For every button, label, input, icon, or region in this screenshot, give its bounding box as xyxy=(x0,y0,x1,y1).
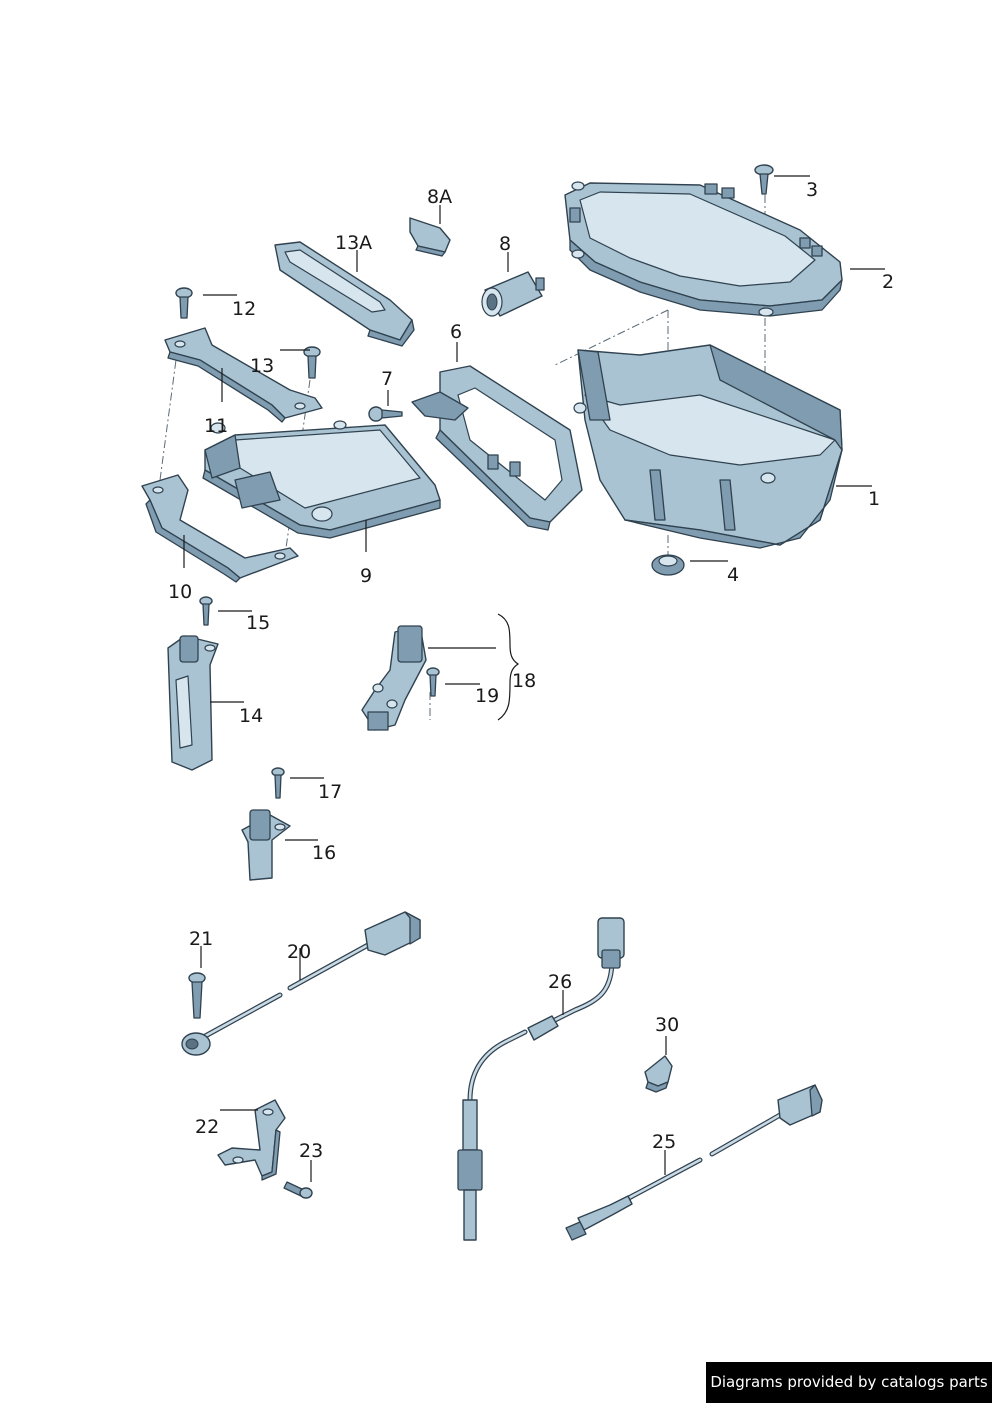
label-part-21: 21 xyxy=(189,928,213,950)
part-22-bracket xyxy=(217,1099,286,1181)
label-part-23: 23 xyxy=(299,1140,323,1162)
part-3-screw xyxy=(754,164,774,195)
part-18-sensor xyxy=(361,625,427,731)
part-9-control-unit xyxy=(202,420,441,539)
part-2-housing-cover xyxy=(564,181,843,317)
label-part-1: 1 xyxy=(868,488,880,510)
label-part-4: 4 xyxy=(727,564,739,586)
part-20-knock-sensor xyxy=(181,911,421,1056)
part-13a-cover xyxy=(274,241,415,347)
credit-banner: Diagrams provided by catalogs parts xyxy=(706,1362,992,1403)
label-part-3: 3 xyxy=(806,179,818,201)
part-23-bolt xyxy=(283,1181,313,1199)
label-part-16: 16 xyxy=(312,842,336,864)
part-25-lambda-probe xyxy=(565,1084,823,1241)
leader-lines xyxy=(183,175,885,1182)
part-12-bolt xyxy=(175,287,193,319)
label-part-20: 20 xyxy=(287,941,311,963)
label-part-25: 25 xyxy=(652,1131,676,1153)
part-14-sensor xyxy=(167,635,219,771)
part-4-grommet xyxy=(651,554,685,576)
label-part-2: 2 xyxy=(882,271,894,293)
part-19-screw xyxy=(426,667,440,697)
part-30-clip xyxy=(644,1055,673,1093)
part-21-bolt xyxy=(188,972,206,1019)
label-part-22: 22 xyxy=(195,1116,219,1138)
label-part-15: 15 xyxy=(246,612,270,634)
part-13-bolt xyxy=(303,346,321,379)
label-part-13a: 13A xyxy=(335,232,372,254)
part-17-screw xyxy=(271,767,285,799)
label-part-10: 10 xyxy=(168,581,192,603)
part-7-screw xyxy=(368,406,403,422)
label-part-6: 6 xyxy=(450,321,462,343)
label-part-8: 8 xyxy=(499,233,511,255)
part-6-control-unit-frame xyxy=(411,365,583,531)
label-part-19: 19 xyxy=(475,685,499,707)
label-part-12: 12 xyxy=(232,298,256,320)
label-part-11: 11 xyxy=(204,415,228,437)
part-8a-clip xyxy=(409,217,451,257)
part-labels: 1 2 3 4 6 7 8 8A 9 10 11 12 13 13A 14 15… xyxy=(168,179,894,1162)
label-part-30: 30 xyxy=(655,1014,679,1036)
part-16-sensor xyxy=(241,809,291,881)
part-1-housing-lower xyxy=(573,344,843,549)
label-part-17: 17 xyxy=(318,781,342,803)
label-part-13: 13 xyxy=(250,355,274,377)
part-15-screw xyxy=(199,596,213,626)
part-11-bracket xyxy=(164,327,323,423)
label-part-7: 7 xyxy=(381,368,393,390)
part-8-relay xyxy=(481,271,545,317)
label-part-9: 9 xyxy=(360,565,372,587)
label-part-14: 14 xyxy=(239,705,263,727)
label-part-26: 26 xyxy=(548,971,572,993)
part-26-temperature-sender xyxy=(457,917,625,1241)
label-part-8a: 8A xyxy=(427,186,452,208)
label-part-18: 18 xyxy=(512,670,536,692)
